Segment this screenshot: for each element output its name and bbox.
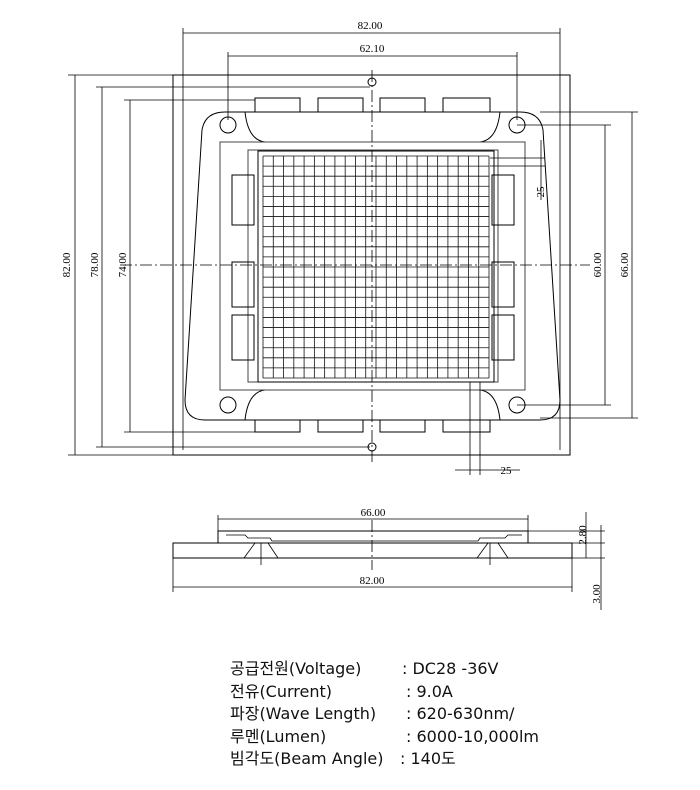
center-lines xyxy=(120,70,590,570)
spec-label: 전유(Current) xyxy=(230,681,333,701)
dim-body-height: 78.00 xyxy=(89,252,101,277)
spec-label: 빔각도(Beam Angle) xyxy=(230,749,384,769)
spec-value: : 620-630nm/ xyxy=(406,704,515,724)
led-chip-grid xyxy=(262,155,490,379)
side-pads xyxy=(231,174,515,361)
side-dim-top-width: 66.00 xyxy=(361,507,386,519)
spec-value: : 9.0A xyxy=(406,681,453,701)
dim-inner-height: 74.00 xyxy=(117,252,129,277)
side-dim-base-width: 82.00 xyxy=(360,575,385,587)
dimension-lines xyxy=(68,28,638,475)
spec-beam-angle: 빔각도(Beam Angle) : 140도 xyxy=(230,748,539,771)
frame-outline xyxy=(219,141,526,391)
dim-overall-height: 82.00 xyxy=(61,252,73,277)
dim-offset-right: 25 xyxy=(535,186,547,198)
frame-inner xyxy=(247,149,499,383)
spec-value: : 140도 xyxy=(400,749,456,769)
side-dim-base-thickness: 3.00 xyxy=(591,584,603,604)
housing-outline xyxy=(184,111,561,421)
spec-label: 공급전원(Voltage) xyxy=(230,659,362,678)
side-dim-top-thickness: 2.80 xyxy=(577,525,589,545)
spec-value: : 6000-10,000lm xyxy=(406,726,539,746)
top-pads xyxy=(254,97,491,113)
dim-hole-spacing-x: 62.10 xyxy=(360,43,385,55)
spec-current: 전유(Current) : 9.0A xyxy=(230,681,539,704)
side-view xyxy=(172,512,605,610)
led-grid-border xyxy=(257,150,495,383)
mounting-holes xyxy=(219,77,526,452)
dim-offset-bottom: 25 xyxy=(501,465,513,477)
spec-label: 파장(Wave Length) xyxy=(230,704,377,724)
dim-hole-spacing-y: 60.00 xyxy=(592,252,604,277)
spec-label: 루멘(Lumen) xyxy=(230,726,327,746)
dim-body-width: 66.00 xyxy=(619,252,631,277)
bottom-pads xyxy=(254,419,491,433)
dim-overall-width: 82.00 xyxy=(358,20,383,32)
spec-lumen: 루멘(Lumen) : 6000-10,000lm xyxy=(230,726,539,749)
spec-wavelength: 파장(Wave Length) : 620-630nm/ xyxy=(230,703,539,726)
spec-value: : DC28 -36V xyxy=(402,659,499,678)
spec-voltage: 공급전원(Voltage) : DC28 -36V xyxy=(230,658,539,681)
spec-list: 공급전원(Voltage) : DC28 -36V 전유(Current) : 9.… xyxy=(230,658,539,771)
